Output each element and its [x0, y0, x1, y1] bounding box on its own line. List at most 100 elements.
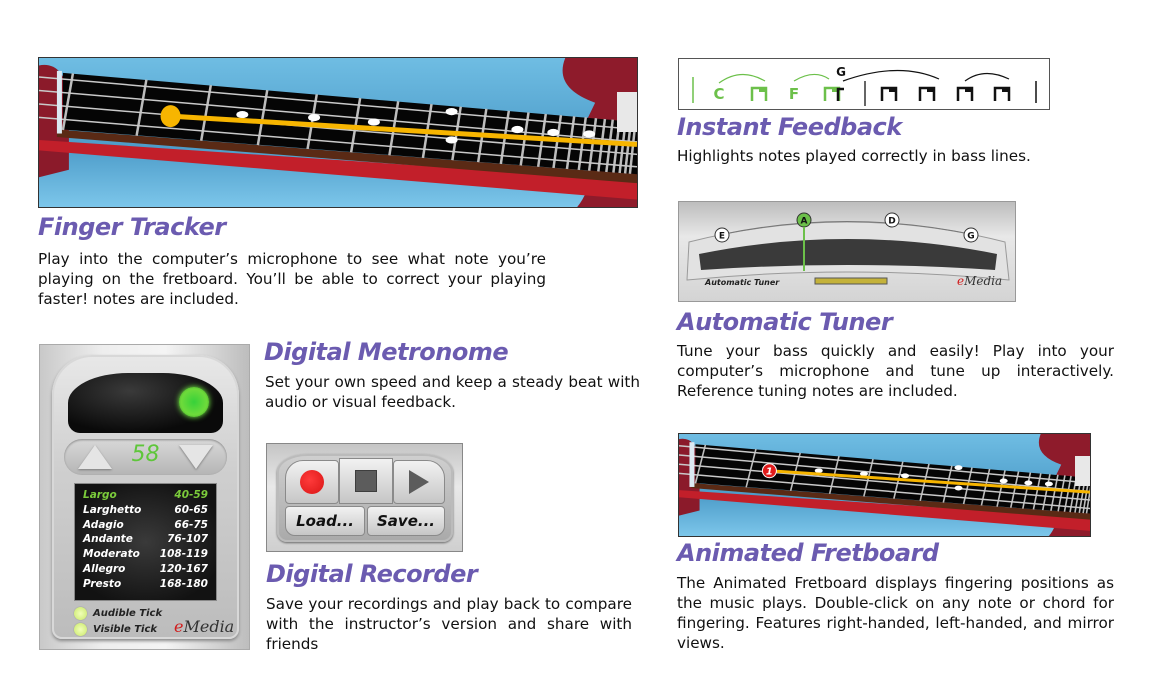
- automatic-tuner-title: Automatic Tuner: [677, 308, 893, 336]
- bass-string: [39, 89, 637, 143]
- tempo-row[interactable]: Allegro 120-167: [83, 562, 208, 577]
- fret-inlay: [547, 128, 560, 137]
- fret-inlay: [954, 485, 963, 491]
- tempo-range: 76-107: [167, 533, 208, 546]
- tempo-name: Allegro: [83, 562, 126, 575]
- triangle-down-icon[interactable]: [179, 445, 213, 469]
- visible-tick-label: Visible Tick: [93, 624, 158, 635]
- chord-label: G: [836, 65, 846, 79]
- logo-media: Media: [183, 617, 235, 636]
- tuner-emedia-logo: eMedia: [957, 274, 1002, 288]
- recorder-body: Load... Save...: [277, 454, 453, 542]
- beat-light-icon: [179, 387, 209, 417]
- fret-inlay: [814, 468, 823, 474]
- nut: [689, 442, 695, 487]
- bass-string: [39, 103, 637, 156]
- note-beam: [759, 88, 766, 92]
- string-label: G: [967, 232, 974, 242]
- instant-feedback-notation: C F G: [678, 58, 1050, 110]
- emedia-logo: eMedia: [174, 617, 234, 636]
- audible-tick-led-icon: [74, 607, 87, 620]
- tempo-name: Andante: [83, 533, 133, 546]
- note-label: C: [713, 85, 724, 103]
- fret-inlay: [859, 471, 868, 477]
- tempo-name: Adagio: [83, 518, 124, 531]
- audible-tick-label: Audible Tick: [93, 608, 163, 619]
- finger-tracker-fretboard-image: [38, 57, 638, 208]
- tempo-range: 120-167: [159, 562, 208, 575]
- fret-inlay: [1024, 480, 1033, 486]
- string-indicator: [714, 227, 730, 243]
- fret-inlay: [954, 465, 963, 471]
- animated-fretboard-svg: 1: [679, 434, 1090, 536]
- tempo-stepper: 58: [64, 439, 227, 475]
- string-label: D: [888, 217, 895, 227]
- note-beam: [1002, 88, 1009, 92]
- finger-tracker-title: Finger Tracker: [38, 213, 226, 241]
- note-beam: [927, 88, 934, 92]
- finger-number-marker: [761, 463, 777, 479]
- fret-inlay: [445, 108, 458, 116]
- note-beam: [965, 88, 972, 92]
- bass-string: [39, 76, 637, 131]
- play-button[interactable]: [393, 460, 445, 504]
- neck-edge: [39, 139, 637, 200]
- bass-string: [679, 463, 1090, 501]
- record-icon: [300, 470, 324, 494]
- notation-svg: C F G: [692, 65, 1037, 106]
- tempo-range: 108-119: [159, 548, 208, 561]
- bass-string: [39, 116, 637, 168]
- tie: [793, 73, 830, 82]
- visible-tick-toggle[interactable]: Visible Tick: [74, 623, 157, 636]
- animated-fretboard-image: 1: [678, 433, 1091, 537]
- string-label: A: [801, 217, 808, 227]
- tuner-arc: [718, 221, 976, 236]
- nut: [56, 70, 62, 134]
- tempo-range: 40-59: [174, 489, 208, 501]
- tracker-line: [170, 113, 637, 147]
- fret-wire: [577, 117, 588, 171]
- save-label: Save...: [377, 512, 435, 530]
- string-indicator: [884, 212, 900, 228]
- digital-recorder-title: Digital Recorder: [266, 560, 478, 588]
- note-label: F: [789, 85, 799, 103]
- load-button[interactable]: Load...: [285, 506, 365, 536]
- fret-inlay: [901, 473, 910, 479]
- fret-inlay: [1044, 481, 1053, 487]
- tuner-meter: [699, 239, 997, 270]
- bass-string: [679, 444, 1090, 484]
- tied-note: [836, 87, 844, 101]
- finger-number-label: 1: [766, 467, 773, 478]
- save-button[interactable]: Save...: [367, 506, 445, 536]
- tracker-line: [769, 469, 1090, 494]
- animated-fretboard-description: The Animated Fretboard displays fingerin…: [677, 574, 1114, 652]
- metronome-display: [68, 373, 223, 433]
- tempo-name: Larghetto: [83, 503, 142, 516]
- stop-button[interactable]: [339, 458, 393, 504]
- tempo-row[interactable]: Andante 76-107: [83, 532, 208, 547]
- tempo-row[interactable]: Larghetto 60-65: [83, 503, 208, 518]
- record-button[interactable]: [285, 460, 339, 504]
- string-label: E: [719, 232, 725, 242]
- note-beam: [832, 88, 839, 92]
- tempo-range: 60-65: [174, 503, 208, 516]
- stop-icon: [355, 470, 377, 492]
- tie: [964, 72, 1010, 82]
- audible-tick-toggle[interactable]: Audible Tick: [74, 607, 162, 620]
- triangle-up-icon[interactable]: [78, 445, 112, 469]
- automatic-tuner-description: Tune your bass quickly and easily! Play …: [677, 342, 1114, 400]
- fret-wire: [605, 119, 614, 173]
- logo-e: e: [174, 617, 184, 636]
- bass-string: [679, 454, 1090, 493]
- string-indicator: [963, 227, 979, 243]
- digital-recorder-description: Save your recordings and play back to co…: [266, 595, 632, 653]
- finger-tracker-description: Play into the computer’s microphone to s…: [38, 250, 546, 308]
- neck-wood: [691, 482, 1090, 520]
- neck-edge: [679, 490, 1090, 531]
- fret-wire: [597, 118, 607, 172]
